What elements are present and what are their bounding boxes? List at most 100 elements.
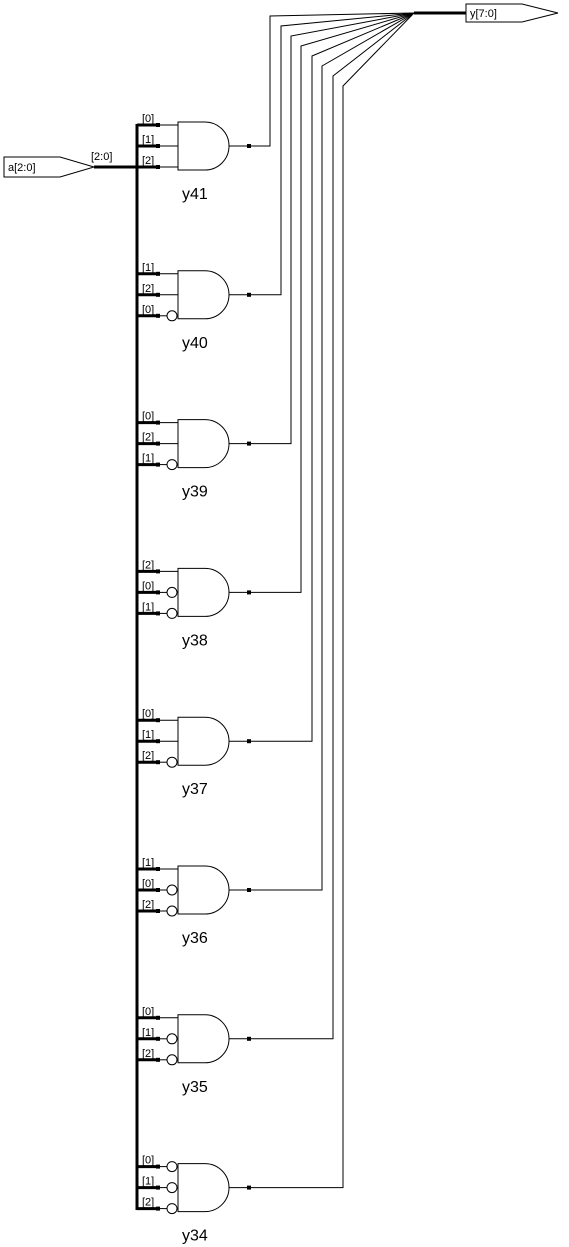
pin-junction-dot (156, 1036, 160, 1041)
pin-junction-dot (156, 123, 160, 127)
pin-junction-dot (156, 739, 160, 744)
and-gate-body (177, 121, 230, 171)
pin-label: [2] (142, 750, 154, 762)
pin-label: [0] (142, 304, 154, 316)
output-route-wire (249, 12, 415, 147)
inverter-bubble (166, 1054, 178, 1066)
pin-label: [2] (142, 155, 154, 167)
output-route-wire (249, 12, 415, 742)
pin-junction-dot (156, 165, 160, 169)
pin-junction-dot (156, 569, 160, 574)
inverter-bubble (166, 884, 178, 896)
pin-label: [1] (142, 1176, 154, 1188)
pin-label: [1] (142, 729, 154, 741)
gate-name-label: y41 (182, 186, 208, 203)
pin-junction-dot (156, 462, 160, 467)
gate-name-label: y36 (182, 930, 208, 947)
pin-junction-dot (156, 611, 160, 616)
input-bus-range-label: [2:0] (91, 151, 112, 163)
inverter-bubble (166, 607, 178, 619)
output-route-wire (249, 12, 415, 1040)
and-gate-y36: [1] [0] [2] y36 (137, 857, 251, 947)
output-route-wire (249, 12, 415, 593)
pin-junction-dot (156, 441, 160, 446)
pin-label: [2] (142, 899, 154, 911)
and-gate-body (177, 865, 230, 915)
output-route-wire (249, 12, 415, 1189)
and-gate-body (177, 419, 230, 469)
and-gate-y39: [0] [2] [1] y39 (137, 411, 251, 501)
pin-junction-dot (156, 760, 160, 765)
pin-junction-dot (156, 420, 160, 425)
output-wires-layer (249, 12, 415, 1189)
pin-label: [0] (142, 878, 154, 890)
pin-junction-dot (156, 590, 160, 595)
pin-label: [0] (142, 580, 154, 592)
pin-label: [0] (142, 708, 154, 720)
and-gate-body (177, 270, 230, 320)
pin-junction-dot (156, 909, 160, 913)
pin-label: [1] (142, 1027, 154, 1039)
pin-junction-dot (156, 1185, 160, 1190)
and-gate-y35: [0] [1] [2] y35 (137, 1006, 251, 1096)
pin-label: [1] (142, 134, 154, 146)
pin-junction-dot (156, 292, 160, 297)
inverter-bubble (166, 756, 178, 768)
and-gate-body (177, 567, 230, 617)
pin-label: [2] (142, 1048, 154, 1060)
pin-junction-dot (156, 718, 160, 723)
pin-label: [1] (142, 601, 154, 613)
gates-layer: [0][1][2]y41[1][2][0]y40[0][2][1]y39[2][… (137, 113, 251, 1245)
pin-label: [1] (142, 857, 154, 869)
pin-junction-dot (156, 867, 160, 871)
pin-junction-dot (156, 271, 160, 276)
inverter-bubble (166, 1033, 178, 1045)
and-gate-body (177, 716, 230, 766)
pin-label: [2] (142, 432, 154, 444)
input-port: a[2:0] (3, 156, 96, 178)
gate-name-label: y38 (182, 632, 208, 649)
output-port-label: y[7:0] (470, 8, 497, 20)
pin-label: [2] (142, 283, 154, 295)
pin-junction-dot (156, 1164, 160, 1169)
pin-label: [0] (142, 1155, 154, 1167)
pin-label: [1] (142, 453, 154, 465)
inverter-bubble (166, 1182, 178, 1194)
pin-junction-dot (156, 1057, 160, 1062)
pin-label: [2] (142, 559, 154, 571)
pin-junction-dot (156, 144, 160, 148)
pin-junction-dot (156, 1015, 160, 1020)
pin-label: [2] (142, 1197, 154, 1209)
output-route-wire (249, 12, 415, 445)
gate-name-label: y39 (182, 484, 208, 501)
and-gate-y41: [0] [1] [2] y41 (137, 113, 251, 203)
pin-label: [0] (142, 1006, 154, 1018)
gate-name-label: y37 (182, 781, 208, 798)
inverter-bubble (166, 310, 178, 322)
and-gate-y40: [1] [2] [0] y40 (137, 262, 251, 352)
pin-label: [0] (142, 411, 154, 423)
output-port: y[7:0] (465, 3, 559, 23)
output-route-wire (249, 12, 415, 296)
inverter-bubble (166, 1203, 178, 1215)
pin-junction-dot (156, 888, 160, 892)
gate-name-label: y34 (182, 1228, 208, 1245)
inverter-bubble (166, 586, 178, 598)
and-gate-y34: [0] [1] [2] y34 (137, 1155, 251, 1245)
pin-junction-dot (156, 313, 160, 318)
gate-name-label: y35 (182, 1079, 208, 1096)
and-gate-y37: [0] [1] [2] y37 (137, 708, 251, 798)
inverter-bubble (166, 905, 178, 917)
input-port-label: a[2:0] (8, 162, 36, 174)
pin-junction-dot (156, 1206, 160, 1211)
inverter-bubble (166, 1161, 178, 1173)
pin-label: [0] (142, 113, 154, 125)
output-route-wire (249, 12, 415, 891)
inverter-bubble (166, 459, 178, 471)
pin-label: [1] (142, 262, 154, 274)
gate-name-label: y40 (182, 335, 208, 352)
and-gate-body (177, 1014, 230, 1064)
and-gate-body (177, 1163, 230, 1213)
and-gate-y38: [2] [0] [1] y38 (137, 559, 251, 649)
